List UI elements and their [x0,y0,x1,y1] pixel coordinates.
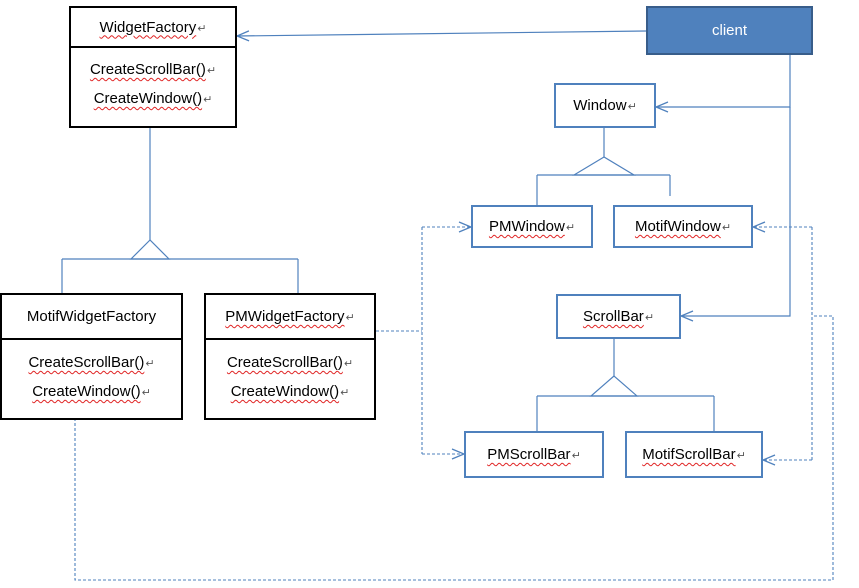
motif-factory-creates-dependencies [74,227,834,581]
client-label: client [711,22,748,39]
paragraph-mark: ↵ [721,222,732,234]
paragraph-mark: ↵ [197,22,207,35]
paragraph-mark: ↵ [206,65,217,77]
pm-scrollbar-title: PMScrollBar [487,446,571,463]
scrollbar-title: ScrollBar [582,308,644,325]
paragraph-mark: ↵ [644,312,655,324]
motif-widget-factory-class[interactable]: MotifWidgetFactory CreateScrollBar()↵ Cr… [0,293,183,420]
paragraph-mark: ↵ [340,387,350,399]
client-to-scrollbar-arrow [681,107,791,316]
widget-factory-title-row: WidgetFactory↵ [71,8,235,48]
pm-scrollbar-class[interactable]: PMScrollBar↵ [464,431,604,478]
widget-factory-method-create-window: CreateWindow() [93,90,203,107]
paragraph-mark: ↵ [627,101,637,113]
widget-factory-methods: CreateScrollBar()↵ CreateWindow()↵ [71,48,235,122]
motif-widget-factory-method-create-scrollbar: CreateScrollBar() [28,354,145,371]
motif-scrollbar-class[interactable]: MotifScrollBar↵ [625,431,763,478]
paragraph-mark: ↵ [345,312,355,324]
paragraph-mark: ↵ [141,387,151,399]
client-to-widget-factory-arrow [237,31,647,36]
motif-scrollbar-title-row: MotifScrollBar↵ [627,433,761,476]
pm-widget-factory-title-row: PMWidgetFactory↵ [206,295,374,340]
motif-window-class[interactable]: MotifWindow↵ [613,205,753,248]
motif-widget-factory-title: MotifWidgetFactory [26,308,157,325]
pm-window-class[interactable]: PMWindow↵ [471,205,593,248]
paragraph-mark: ↵ [145,358,155,370]
scrollbar-class[interactable]: ScrollBar↵ [556,294,681,339]
paragraph-mark: ↵ [736,450,746,462]
pm-factory-creates-dependencies [376,227,471,454]
pm-widget-factory-method-create-window: CreateWindow() [230,383,340,400]
motif-widget-factory-methods: CreateScrollBar()↵ CreateWindow()↵ [2,340,181,416]
window-title: Window [573,97,627,114]
window-title-row: Window↵ [556,85,654,126]
scrollbar-title-row: ScrollBar↵ [558,296,679,337]
paragraph-mark: ↵ [203,94,213,106]
motif-window-title: MotifWindow [634,218,721,235]
widget-factory-inheritance [61,127,299,294]
motif-widget-factory-method-create-window: CreateWindow() [32,383,141,400]
scrollbar-inheritance [536,339,715,431]
motif-widget-factory-title-row: MotifWidgetFactory [2,295,181,340]
widget-factory-class[interactable]: WidgetFactory↵ CreateScrollBar()↵ Create… [69,6,237,128]
pm-widget-factory-method-create-scrollbar: CreateScrollBar() [226,354,343,371]
pm-widget-factory-class[interactable]: PMWidgetFactory↵ CreateScrollBar()↵ Crea… [204,293,376,420]
paragraph-mark: ↵ [565,222,576,234]
pm-window-title-row: PMWindow↵ [473,207,591,246]
pm-window-title: PMWindow [488,218,565,235]
pm-widget-factory-title: PMWidgetFactory [225,308,345,325]
client-box[interactable]: client [646,6,813,55]
window-inheritance [536,127,671,205]
paragraph-mark: ↵ [571,450,581,462]
client-to-window-arrow [656,54,791,107]
pm-scrollbar-title-row: PMScrollBar↵ [466,433,602,476]
widget-factory-title: WidgetFactory [99,18,197,36]
widget-factory-method-create-scrollbar: CreateScrollBar() [89,61,206,78]
motif-window-title-row: MotifWindow↵ [615,207,751,246]
motif-scrollbar-title: MotifScrollBar [642,446,736,463]
paragraph-mark: ↵ [343,358,354,370]
window-class[interactable]: Window↵ [554,83,656,128]
pm-widget-factory-methods: CreateScrollBar()↵ CreateWindow()↵ [206,340,374,416]
